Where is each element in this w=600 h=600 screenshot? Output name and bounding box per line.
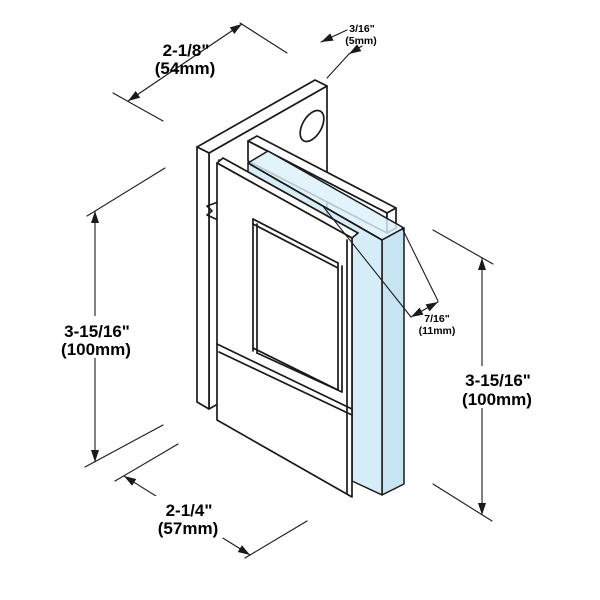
body-groove-lower [218,351,353,416]
extension-line [86,167,166,217]
dimension-label-inches: 7/16" [424,313,449,325]
dimension-label-metric: (11mm) [419,325,456,337]
recess-top-edge [252,218,339,264]
dimension-line [410,301,439,318]
dimension-plate-width: 2-1/8" (54mm) [112,22,288,122]
extension-line [239,22,288,54]
dimension-glass-thickness: 7/16" (11mm) [321,204,456,337]
near-clamp-front-face [216,162,353,498]
dimension-plate-thickness: 3/16" (5mm) [320,23,377,79]
mounting-slot-hole [299,109,325,143]
leader-line-tail [326,53,350,79]
leader-line [320,29,348,43]
extension-line [244,520,308,559]
dimension-label-inches: 3/16" [349,23,374,35]
leader-line [348,44,363,55]
dimension-label-metric: (100mm) [462,390,532,409]
dimension-plate-height: 3-15/16" (100mm) [61,167,166,468]
dimension-label-inches: 2-1/8" [163,41,210,60]
extension-line [432,483,493,522]
dimension-label-inches: 2-1/4" [166,501,213,520]
recess-bottom-edge-inner [256,352,343,393]
label-background [62,316,130,358]
glass-front-top-edge [247,162,383,241]
near-clamp-plate [216,157,359,498]
recess-top-edge-inner [252,223,339,269]
dimension-label-metric: (100mm) [61,340,131,359]
extension-line [114,443,179,482]
extension-line [432,229,494,265]
dimension-line [127,23,243,102]
dimension-label-metric: (5mm) [345,35,377,47]
label-background [464,366,532,408]
extension-line [112,92,164,122]
leader-line [321,204,412,318]
dimension-label-metric: (57mm) [158,519,218,538]
body-groove-upper [216,343,353,410]
clamp-notch [206,201,219,221]
label-background [153,496,223,538]
dimension-glass-height: 3-15/16" (100mm) [432,229,532,522]
dimension-label-inches: 3-15/16" [465,371,531,390]
leader-line [401,227,439,302]
dimension-label-metric: (54mm) [155,59,215,78]
extension-line [84,424,164,468]
dimension-label-inches: 3-15/16" [64,322,130,341]
glass-end-face [381,227,405,496]
dimension-body-depth: 2-1/4" (57mm) [114,443,308,559]
wall-plate-left-face [196,146,210,410]
glass-panel [247,150,405,496]
